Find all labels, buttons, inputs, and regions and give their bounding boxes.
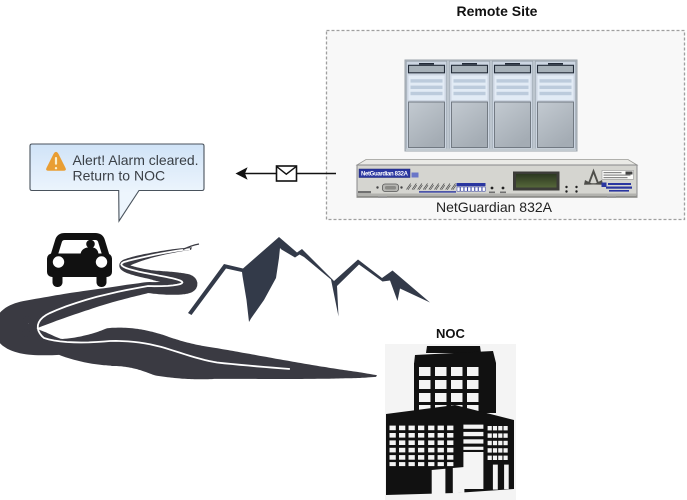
- svg-text:NetGuardian 832A: NetGuardian 832A: [361, 172, 409, 178]
- svg-text:NOC: NOC: [436, 326, 466, 341]
- svg-text:Remote Site: Remote Site: [457, 3, 538, 19]
- svg-text:Alert! Alarm cleared.: Alert! Alarm cleared.: [73, 152, 199, 168]
- svg-text:Return to NOC: Return to NOC: [73, 168, 166, 184]
- svg-text:NetGuardian 832A: NetGuardian 832A: [436, 199, 553, 215]
